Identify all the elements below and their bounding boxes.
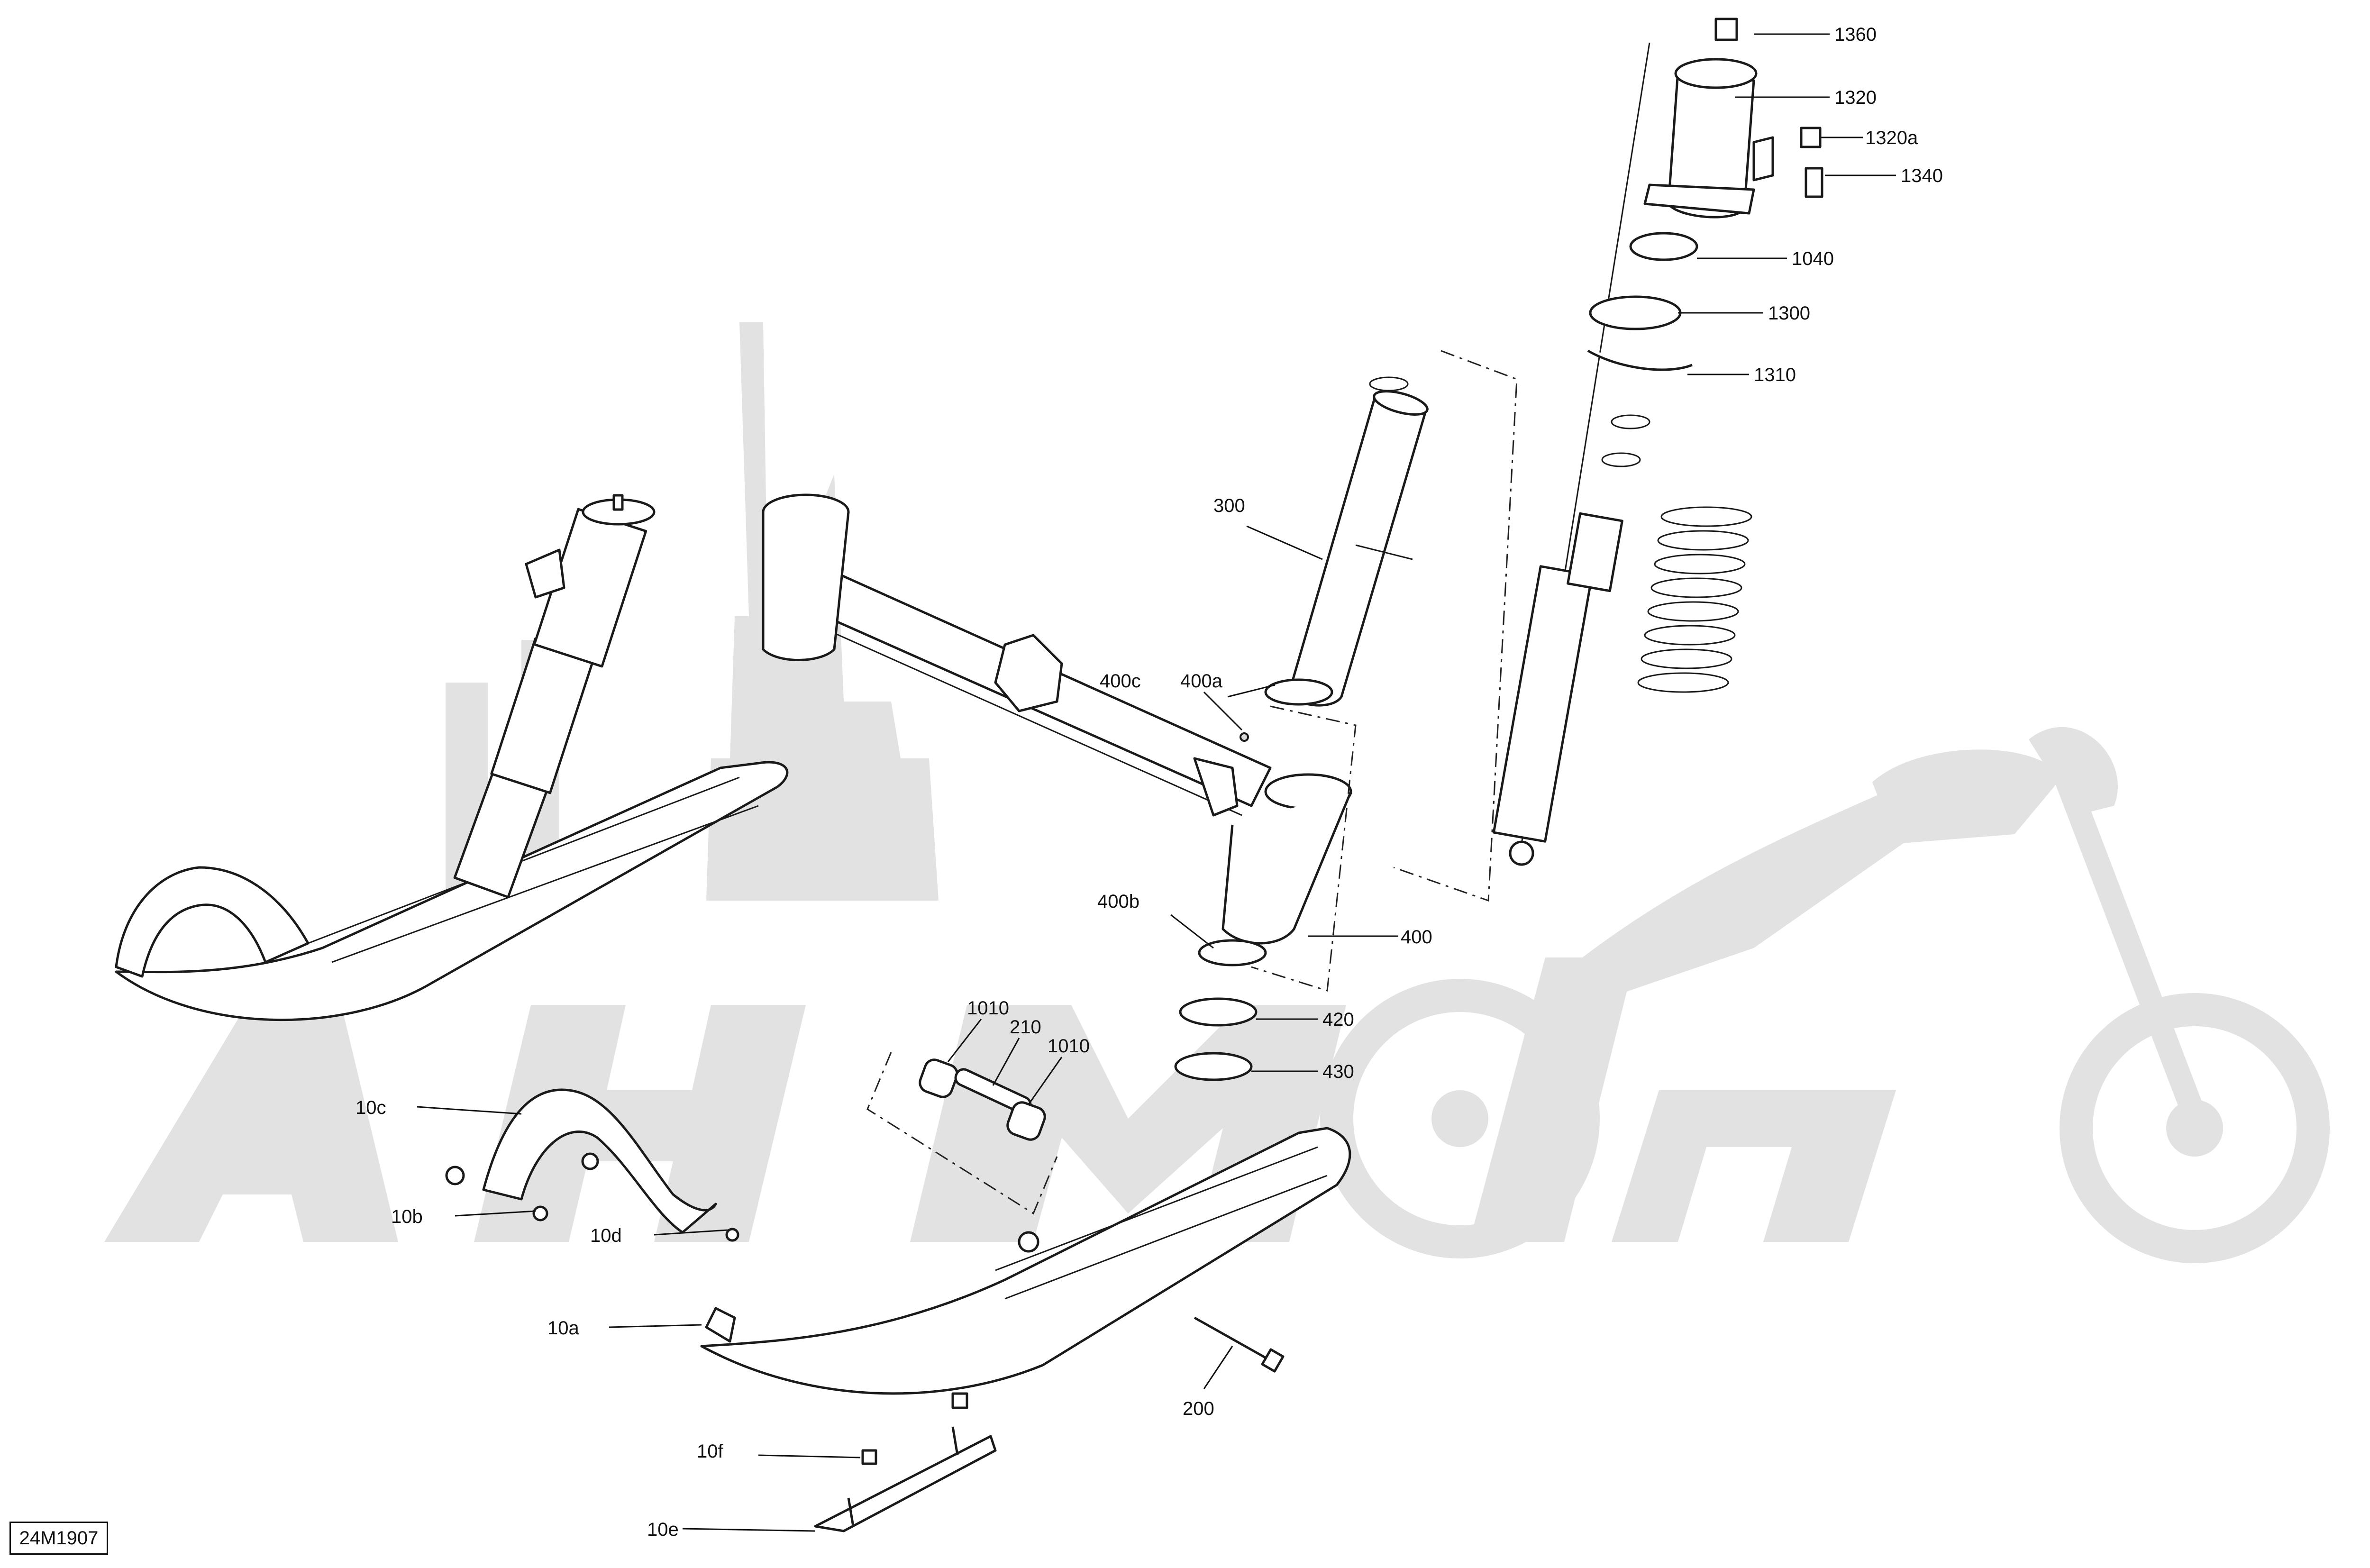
callout-10b: 10b <box>391 1206 423 1227</box>
callout-1340: 1340 <box>1901 165 1943 186</box>
callout-10f: 10f <box>697 1441 723 1462</box>
callout-1320a: 1320a <box>1865 128 1918 148</box>
shock-absorber <box>1492 42 1752 866</box>
part-300-tube <box>1288 376 1429 707</box>
part-rings <box>1174 678 1333 1081</box>
callout-1300: 1300 <box>1768 303 1810 324</box>
callout-10c: 10c <box>356 1097 386 1118</box>
document-id-label: 24M1907 <box>9 1522 108 1555</box>
callout-10d: 10d <box>590 1225 622 1246</box>
callout-420: 420 <box>1322 1009 1354 1030</box>
callouts: 1360 1320 1320a 1340 1040 1300 1310 300 … <box>356 24 1943 1540</box>
callout-10a: 10a <box>547 1318 579 1339</box>
guide-box-300 <box>1393 350 1518 902</box>
cross-member <box>762 493 1352 945</box>
part-10c-handle <box>445 1088 739 1242</box>
callout-400a: 400a <box>1180 671 1223 692</box>
bushings-and-pin <box>919 1058 1046 1141</box>
callout-1010-right: 1010 <box>1048 1036 1090 1057</box>
callout-200: 200 <box>1183 1398 1214 1419</box>
callout-400b: 400b <box>1097 891 1139 912</box>
callout-300: 300 <box>1213 495 1245 516</box>
left-ski-assembly <box>115 494 789 1021</box>
callout-1310: 1310 <box>1754 365 1796 385</box>
callout-1040: 1040 <box>1792 248 1834 269</box>
part-10a-ski <box>700 1127 1351 1395</box>
callout-400c: 400c <box>1100 671 1141 692</box>
guide-box-400 <box>1251 705 1357 992</box>
guide-box-210 <box>866 1052 1058 1215</box>
callout-430: 430 <box>1322 1061 1354 1082</box>
callout-210: 210 <box>1010 1017 1041 1038</box>
part-200-bolt <box>1194 1316 1285 1373</box>
coil-spring <box>1637 506 1752 693</box>
top-mount-parts <box>1587 18 1823 371</box>
callout-1010-left: 1010 <box>967 998 1009 1019</box>
callout-1320: 1320 <box>1834 87 1877 108</box>
callout-10e: 10e <box>647 1519 679 1540</box>
callout-400: 400 <box>1401 927 1432 948</box>
part-10e-runner <box>814 1392 997 1532</box>
callout-1360: 1360 <box>1834 24 1877 45</box>
